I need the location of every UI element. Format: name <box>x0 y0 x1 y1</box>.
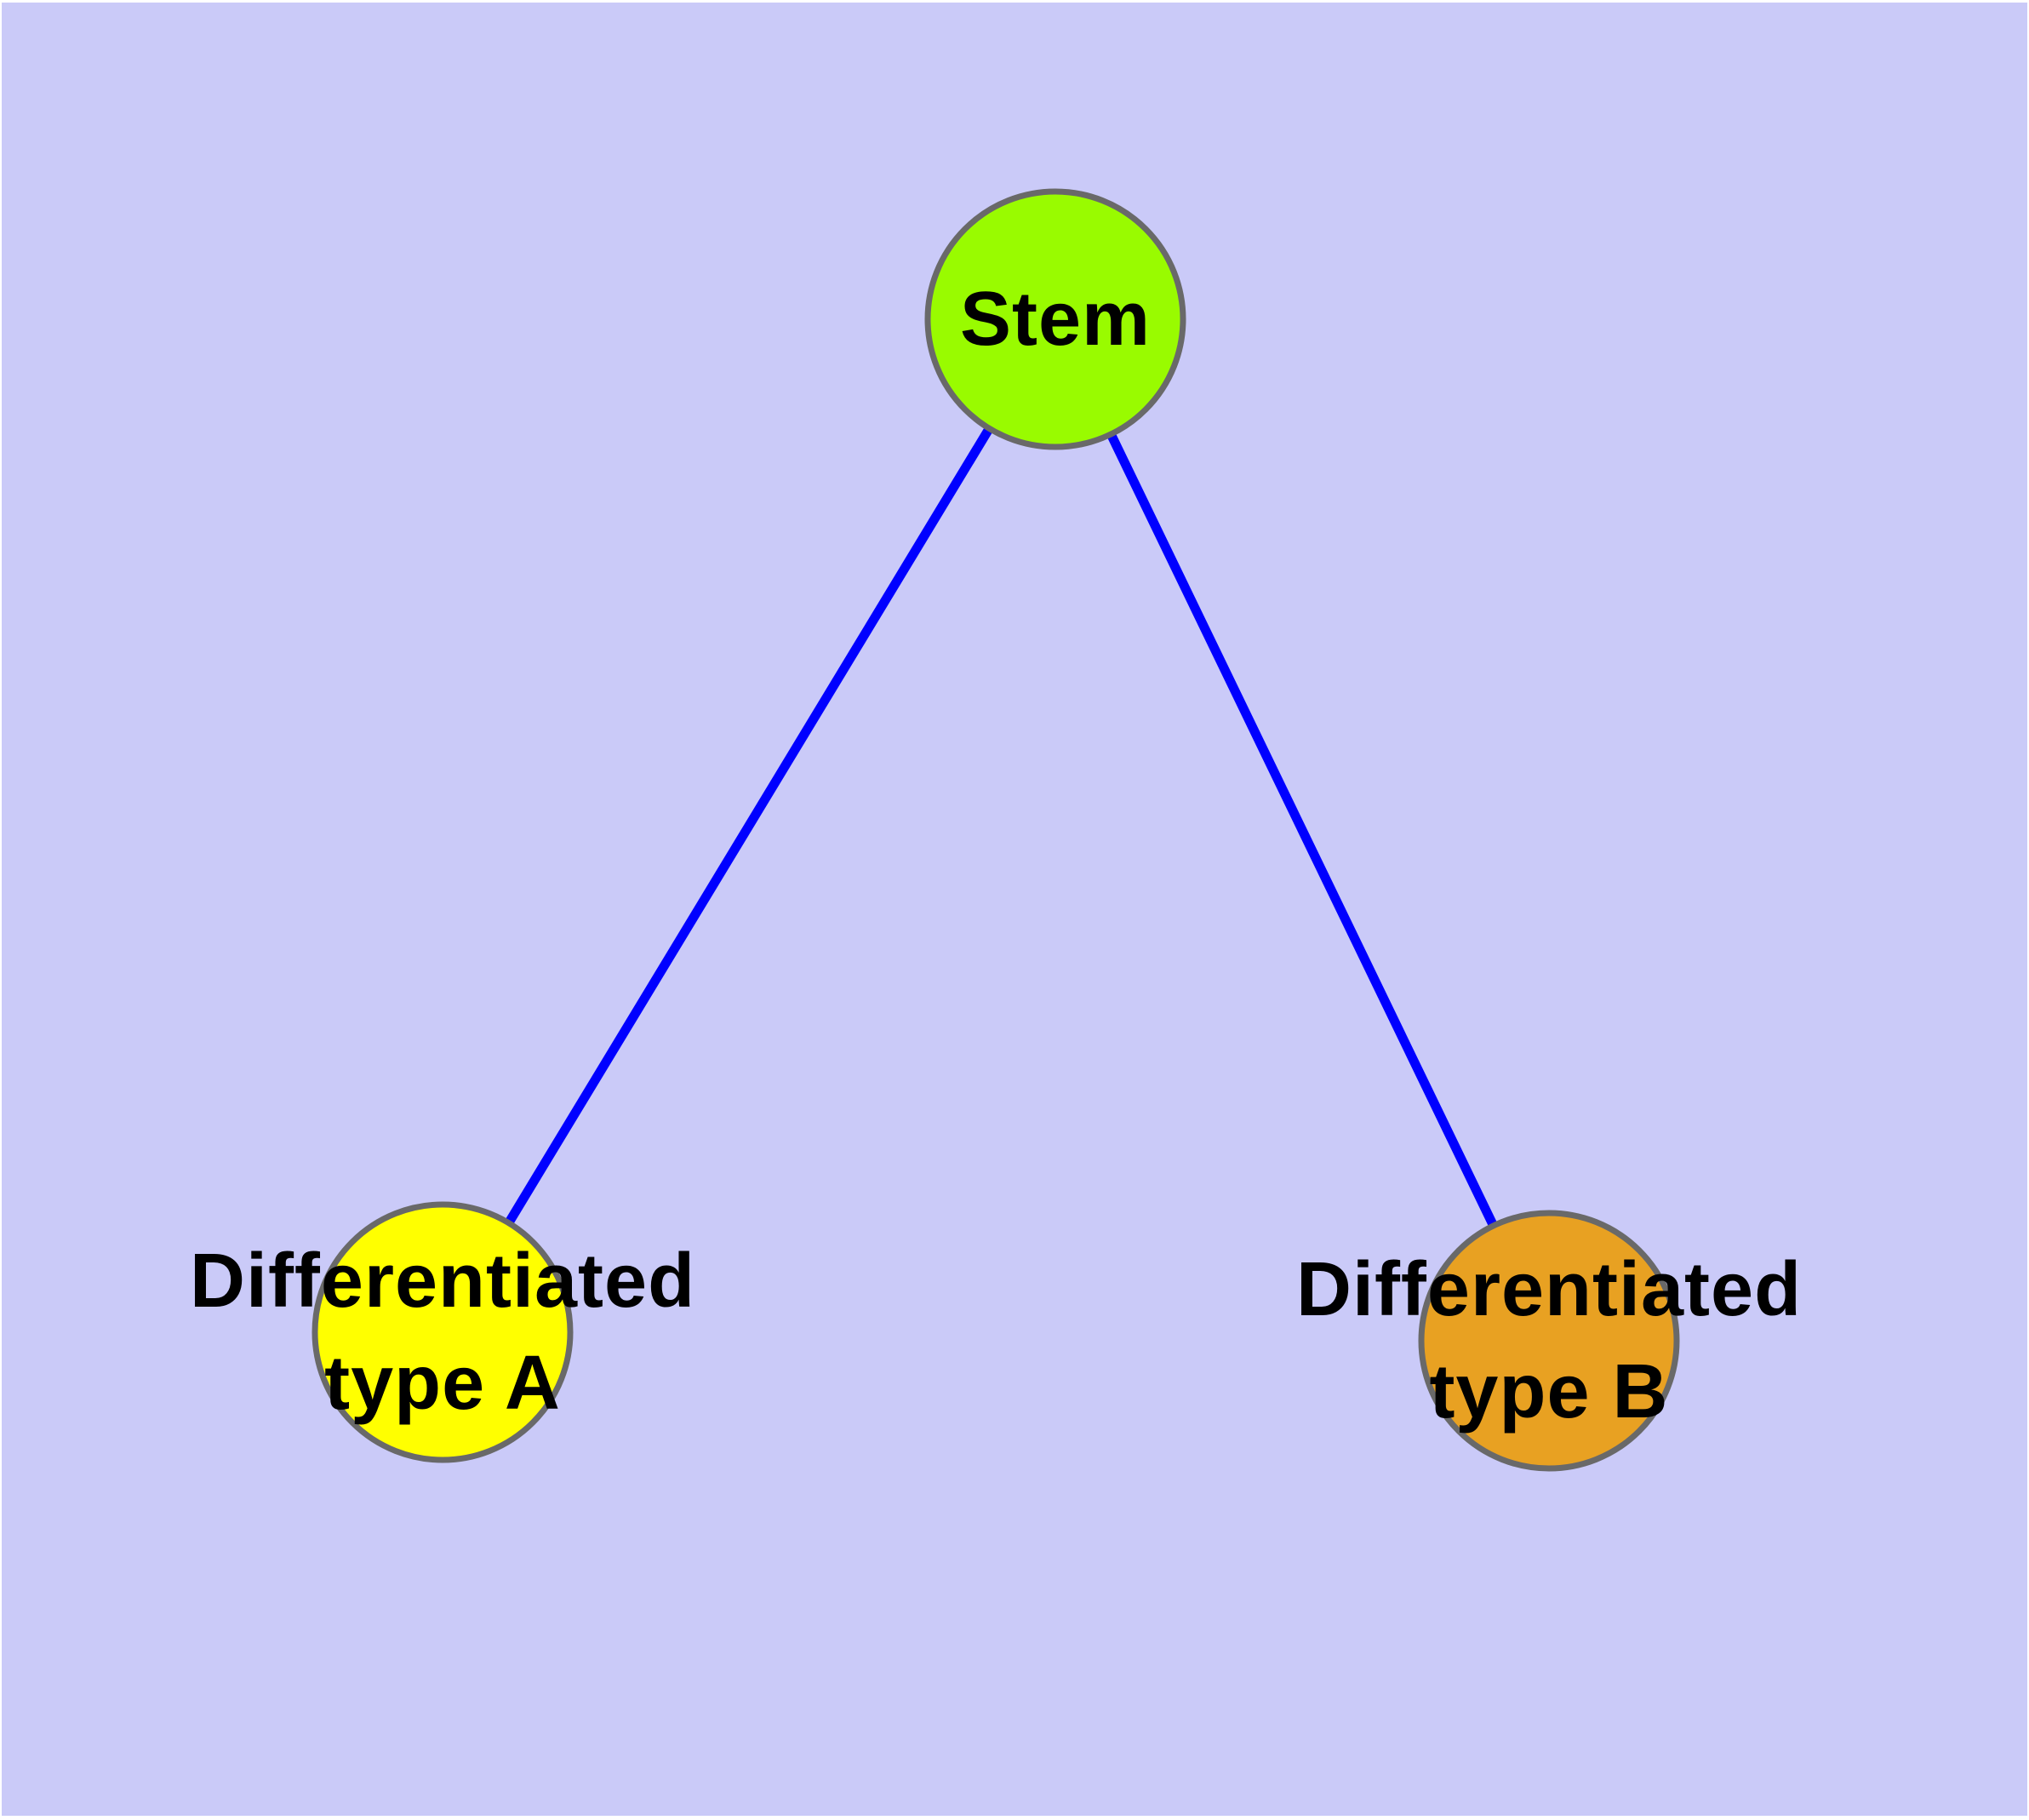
edge-stem-to-type-b <box>1051 317 1553 1343</box>
graph-svg <box>311 188 1680 1472</box>
plot-area: Stem Differentiated type A Differentiate… <box>2 3 2027 1816</box>
node-stem <box>924 188 1186 450</box>
node-differentiated-type-a <box>311 1201 574 1463</box>
node-differentiated-type-b <box>1418 1210 1680 1472</box>
edge-stem-to-type-a <box>438 317 1060 1335</box>
